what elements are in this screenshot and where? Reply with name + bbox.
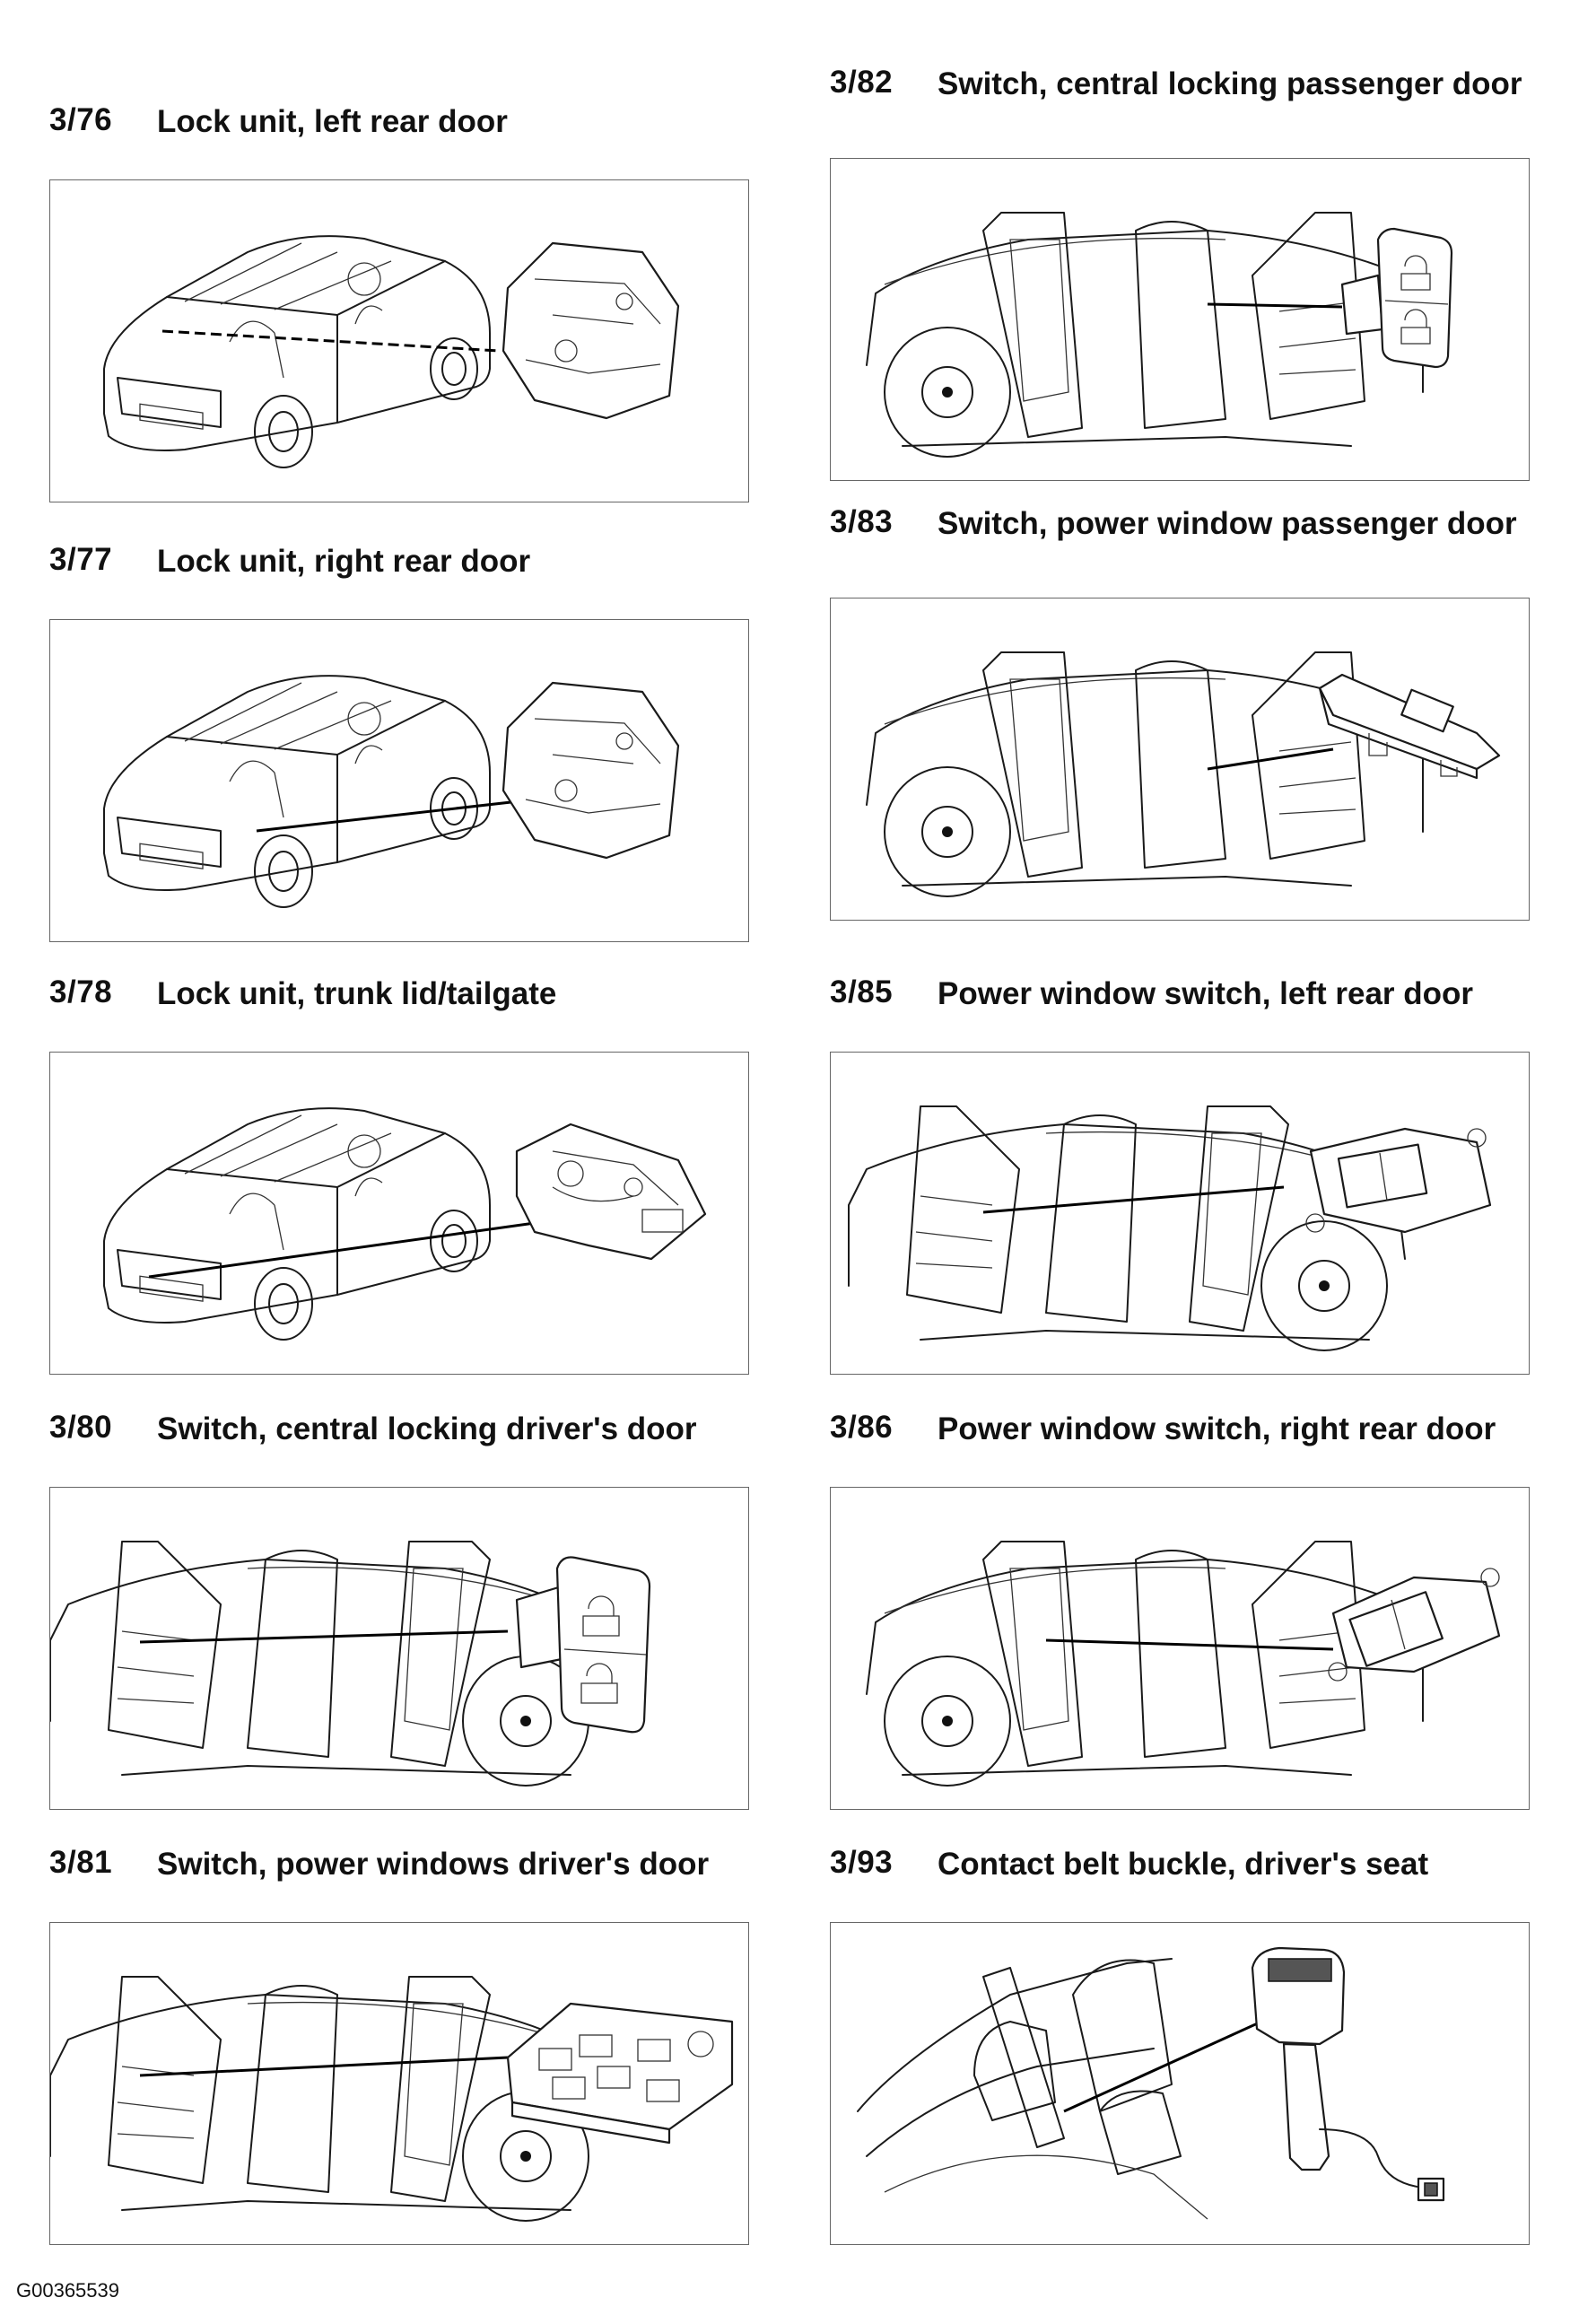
component-title: Lock unit, right rear door [157,544,531,579]
component-code: 3/93 [830,1845,894,1880]
component-code: 3/82 [830,65,894,100]
component-code: 3/76 [49,102,113,137]
illustration [49,1487,749,1810]
illustration [49,1052,749,1375]
component-title: Lock unit, trunk lid/tailgate [157,976,557,1011]
component-code: 3/77 [49,542,113,577]
component-title: Power window switch, left rear door [938,976,1474,1011]
component-code: 3/85 [830,974,894,1009]
document-id: G00365539 [16,2279,119,2302]
component-title: Power window switch, right rear door [938,1411,1496,1446]
component-code: 3/81 [49,1845,113,1880]
component-title: Lock unit, left rear door [157,104,508,139]
illustration [830,158,1530,481]
illustration [49,179,749,502]
illustration [49,1922,749,2245]
component-title: Switch, central locking passenger door [938,66,1522,101]
illustration [830,1922,1530,2245]
component-code: 3/83 [830,504,894,539]
illustration [830,1052,1530,1375]
component-title: Switch, central locking driver's door [157,1411,697,1446]
illustration [830,1487,1530,1810]
illustration [830,598,1530,921]
illustration [49,619,749,942]
component-title: Switch, power window passenger door [938,506,1517,541]
component-code: 3/78 [49,974,113,1009]
component-code: 3/86 [830,1410,894,1445]
component-title: Contact belt buckle, driver's seat [938,1847,1429,1882]
component-title: Switch, power windows driver's door [157,1847,710,1882]
component-code: 3/80 [49,1410,113,1445]
